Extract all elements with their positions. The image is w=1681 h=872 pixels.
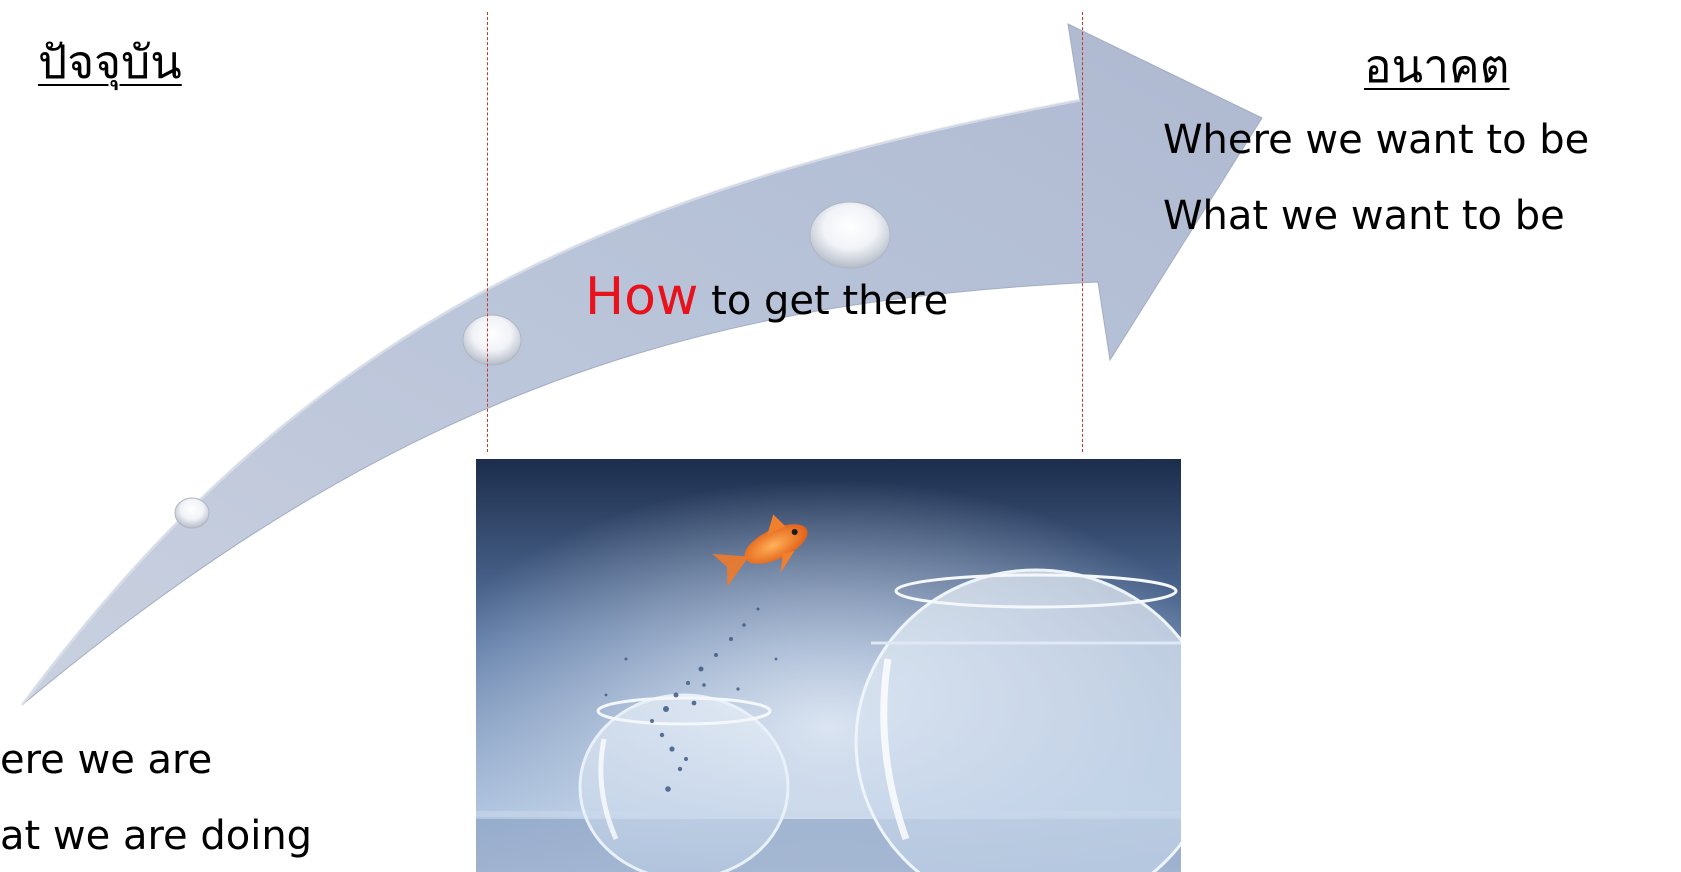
how-rest: to get there bbox=[711, 278, 948, 324]
how-accent: How bbox=[585, 267, 698, 327]
guide-line-left bbox=[487, 12, 488, 452]
present-heading: ปัจจุบัน bbox=[38, 26, 182, 99]
present-line-what: at we are doing bbox=[0, 816, 312, 856]
how-caption: How to get there bbox=[585, 271, 948, 323]
future-line-what: What we want to be bbox=[1163, 196, 1565, 236]
milestone-dot-icon bbox=[810, 202, 890, 268]
guide-line-right bbox=[1082, 12, 1083, 452]
goldfish-jumping-bowl-image bbox=[476, 459, 1181, 872]
present-line-where: ere we are bbox=[0, 740, 212, 780]
future-line-where: Where we want to be bbox=[1163, 120, 1589, 160]
milestone-dot-icon bbox=[175, 498, 209, 528]
future-heading: อนาคต bbox=[1364, 30, 1510, 103]
milestone-dot-icon bbox=[463, 315, 521, 365]
